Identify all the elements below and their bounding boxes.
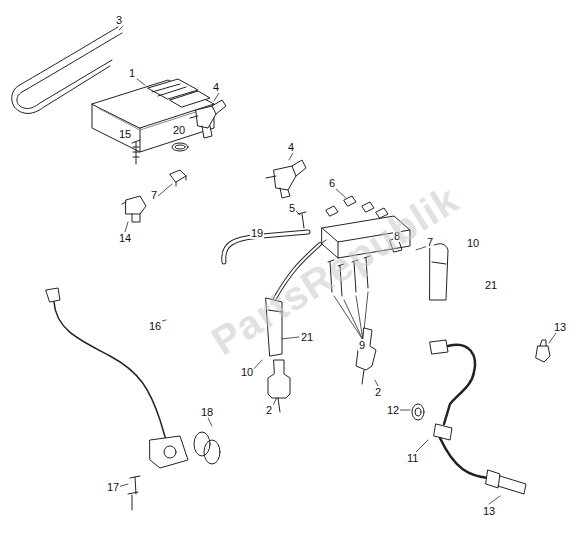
callout-number: 2	[265, 404, 273, 416]
callout-number: 7	[150, 189, 158, 201]
callout-number: 2	[374, 386, 382, 398]
callout-number: 21	[484, 279, 498, 291]
callout-number: 11	[406, 452, 419, 464]
callout-number: 17	[106, 481, 120, 493]
watermark: PartsRepublik	[204, 177, 466, 364]
callout-number: 4	[287, 141, 295, 153]
callout-number: 3	[115, 14, 123, 26]
callout-number: 6	[328, 177, 336, 189]
callout-number: 10	[466, 237, 480, 249]
callout-number: 16	[148, 320, 162, 332]
callout-number: 12	[386, 404, 400, 416]
callout-number: 10	[240, 366, 254, 378]
callout-number: 19	[250, 227, 264, 239]
callout-number: 9	[358, 339, 366, 351]
callout-number: 21	[300, 331, 314, 343]
callout-number: 14	[118, 232, 132, 244]
callout-number: 18	[200, 406, 214, 418]
callout-number: 1	[128, 67, 136, 79]
callout-number: 15	[118, 128, 132, 140]
callout-number: 20	[172, 124, 186, 136]
callout-number: 4	[212, 81, 220, 93]
callout-number: 5	[288, 202, 296, 214]
callout-number: 13	[482, 505, 496, 517]
callout-number: 13	[553, 321, 567, 333]
